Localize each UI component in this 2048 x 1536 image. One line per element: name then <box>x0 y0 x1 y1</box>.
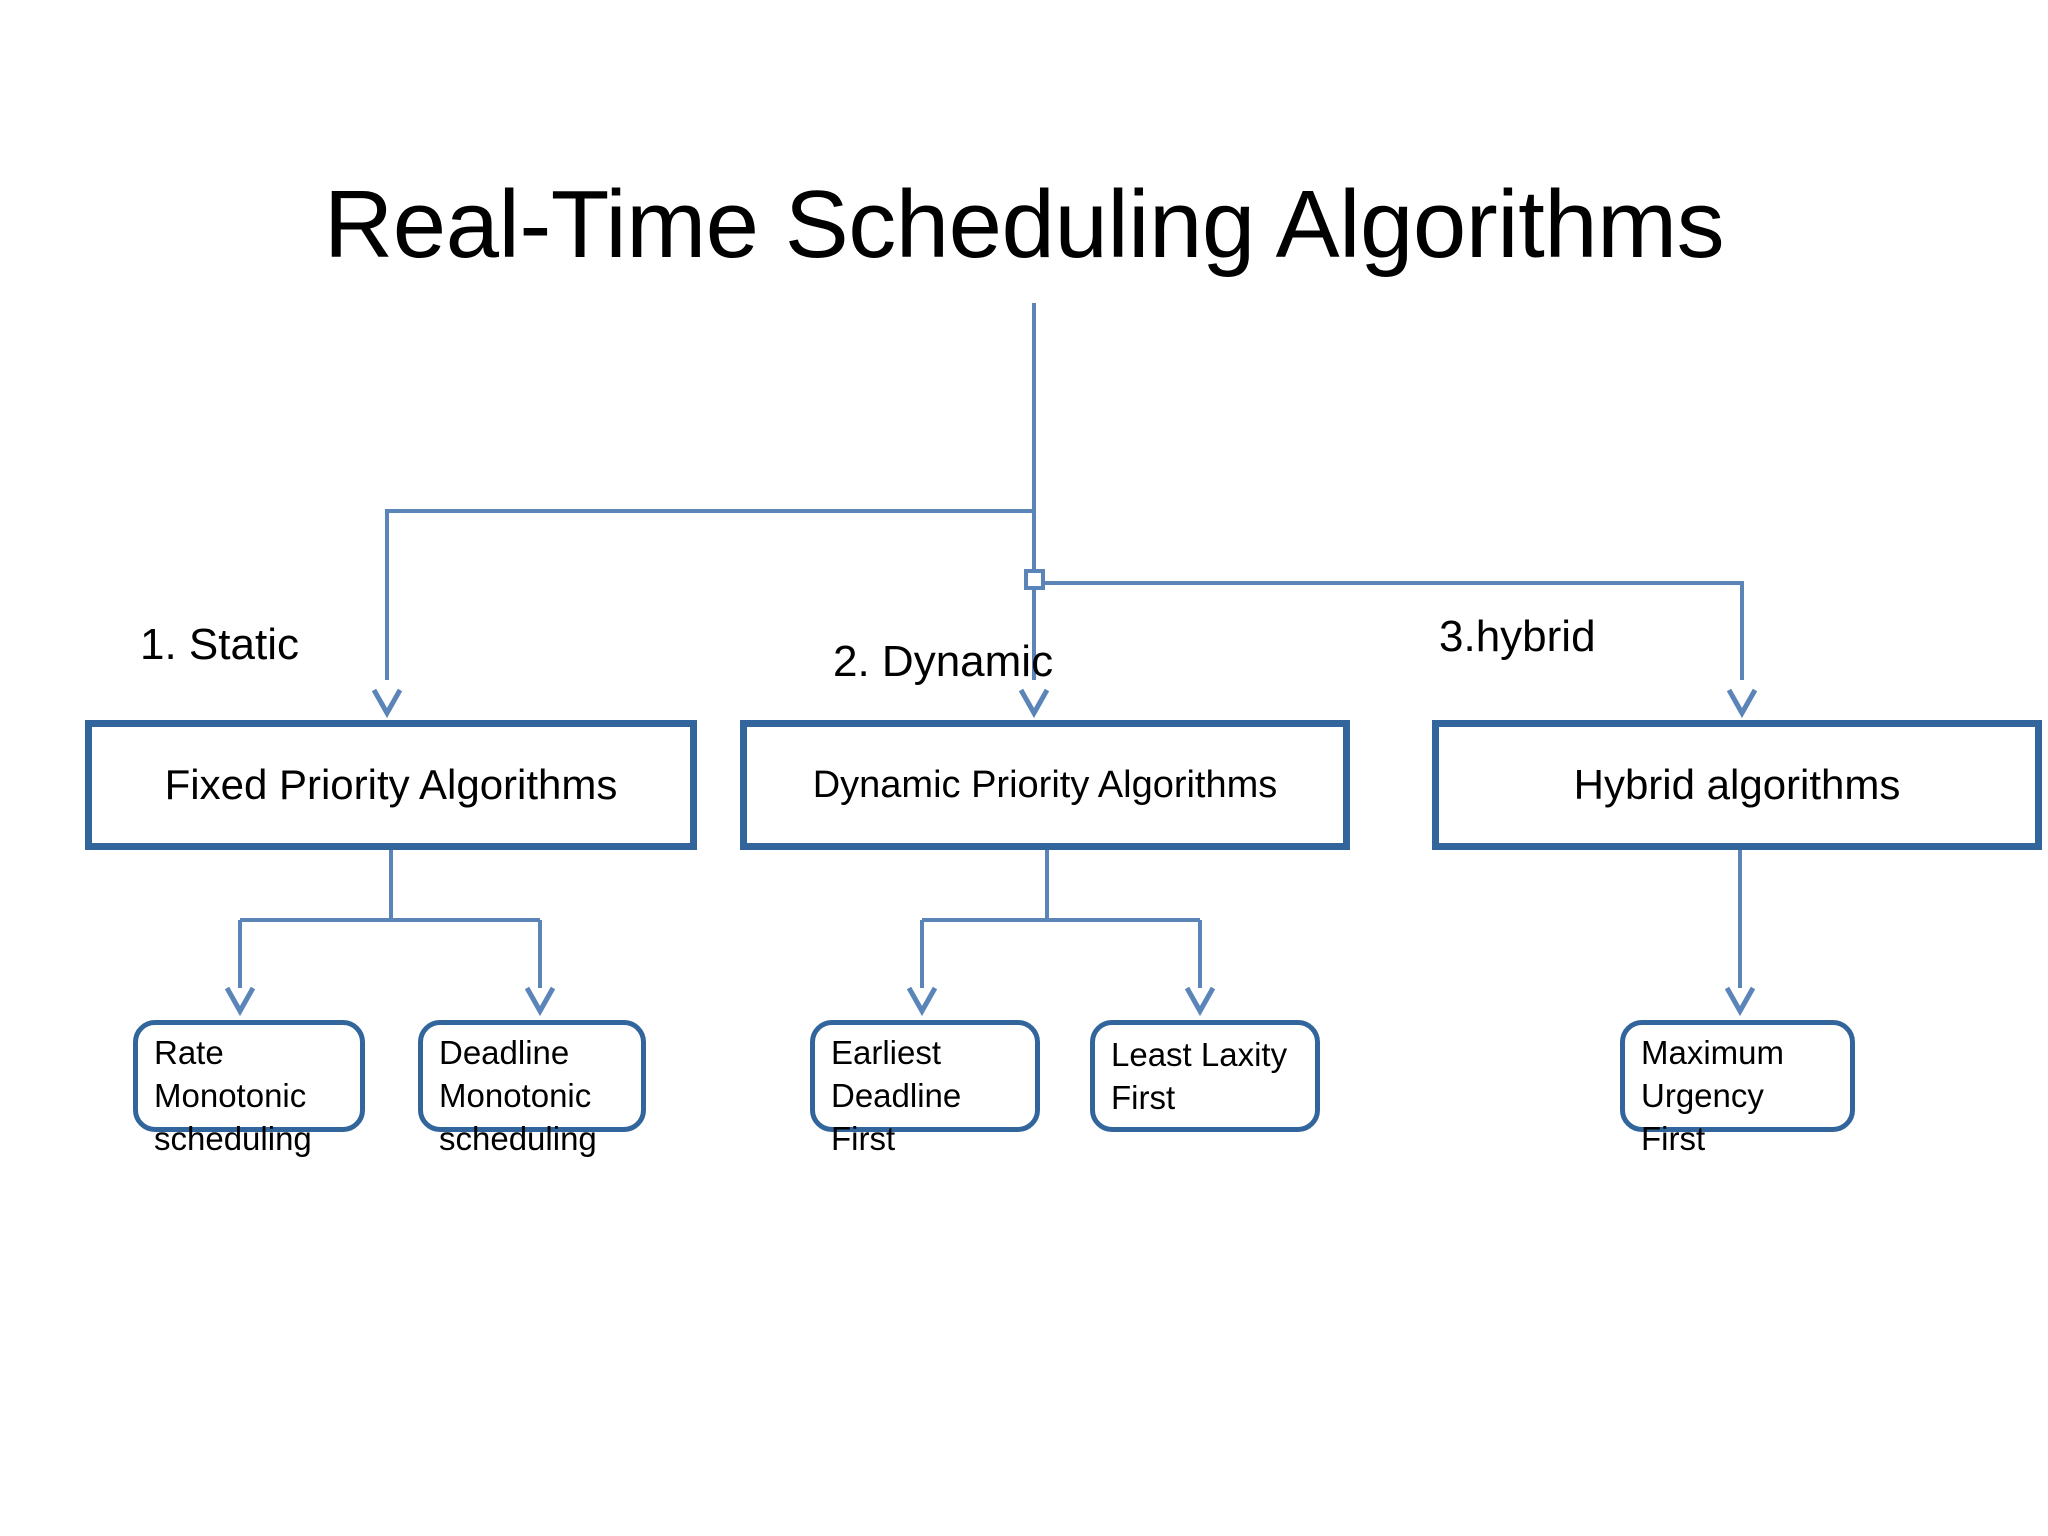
node-label-dynamic-priority-algorithms: Dynamic Priority Algorithms <box>812 763 1278 806</box>
node-deadline-monotonic-scheduling[interactable]: Deadline Monotonic scheduling <box>418 1020 646 1157</box>
branch-line-hybrid <box>1039 581 1744 680</box>
node-label-deadline-monotonic-scheduling: Deadline Monotonic scheduling <box>439 1034 597 1157</box>
node-label-earliest-deadline-first: Earliest Deadline First <box>831 1034 962 1157</box>
branch-label-dynamic: 2. Dynamic <box>833 637 1054 686</box>
arrowhead-static <box>371 688 403 719</box>
arrowhead-maximum-urgency <box>1724 986 1756 1017</box>
node-label-maximum-urgency-first: Maximum Urgency First <box>1641 1034 1785 1157</box>
node-maximum-urgency-first[interactable]: Maximum Urgency First <box>1620 1020 1855 1157</box>
arrowhead-deadline-monotonic <box>524 986 556 1017</box>
node-least-laxity-first[interactable]: Least Laxity First <box>1090 1020 1320 1132</box>
split-line-dynamic <box>920 850 1202 988</box>
arrowhead-earliest-deadline <box>906 986 938 1017</box>
split-line-fixed <box>238 850 542 988</box>
node-fixed-priority-algorithms[interactable]: Fixed Priority Algorithms <box>85 720 697 850</box>
branch-label-hybrid: 3.hybrid <box>1439 612 1596 661</box>
arrowhead-dynamic <box>1018 688 1050 719</box>
node-dynamic-priority-algorithms[interactable]: Dynamic Priority Algorithms <box>740 720 1350 850</box>
arrowhead-rate-monotonic <box>224 986 256 1017</box>
node-label-fixed-priority-algorithms: Fixed Priority Algorithms <box>164 761 618 808</box>
branch-label-static: 1. Static <box>140 620 299 669</box>
arrowhead-hybrid <box>1726 688 1758 719</box>
arrowhead-least-laxity <box>1184 986 1216 1017</box>
page-title: Real-Time Scheduling Algorithms <box>323 171 1725 278</box>
node-rate-monotonic-scheduling[interactable]: Rate Monotonic scheduling <box>133 1020 365 1157</box>
junction-handle <box>1024 569 1045 590</box>
node-label-least-laxity-first: Least Laxity First <box>1111 1036 1288 1116</box>
node-label-rate-monotonic-scheduling: Rate Monotonic scheduling <box>154 1034 312 1157</box>
node-earliest-deadline-first[interactable]: Earliest Deadline First <box>810 1020 1040 1157</box>
node-hybrid-algorithms[interactable]: Hybrid algorithms <box>1432 720 2042 850</box>
node-label-hybrid-algorithms: Hybrid algorithms <box>1573 761 1901 808</box>
